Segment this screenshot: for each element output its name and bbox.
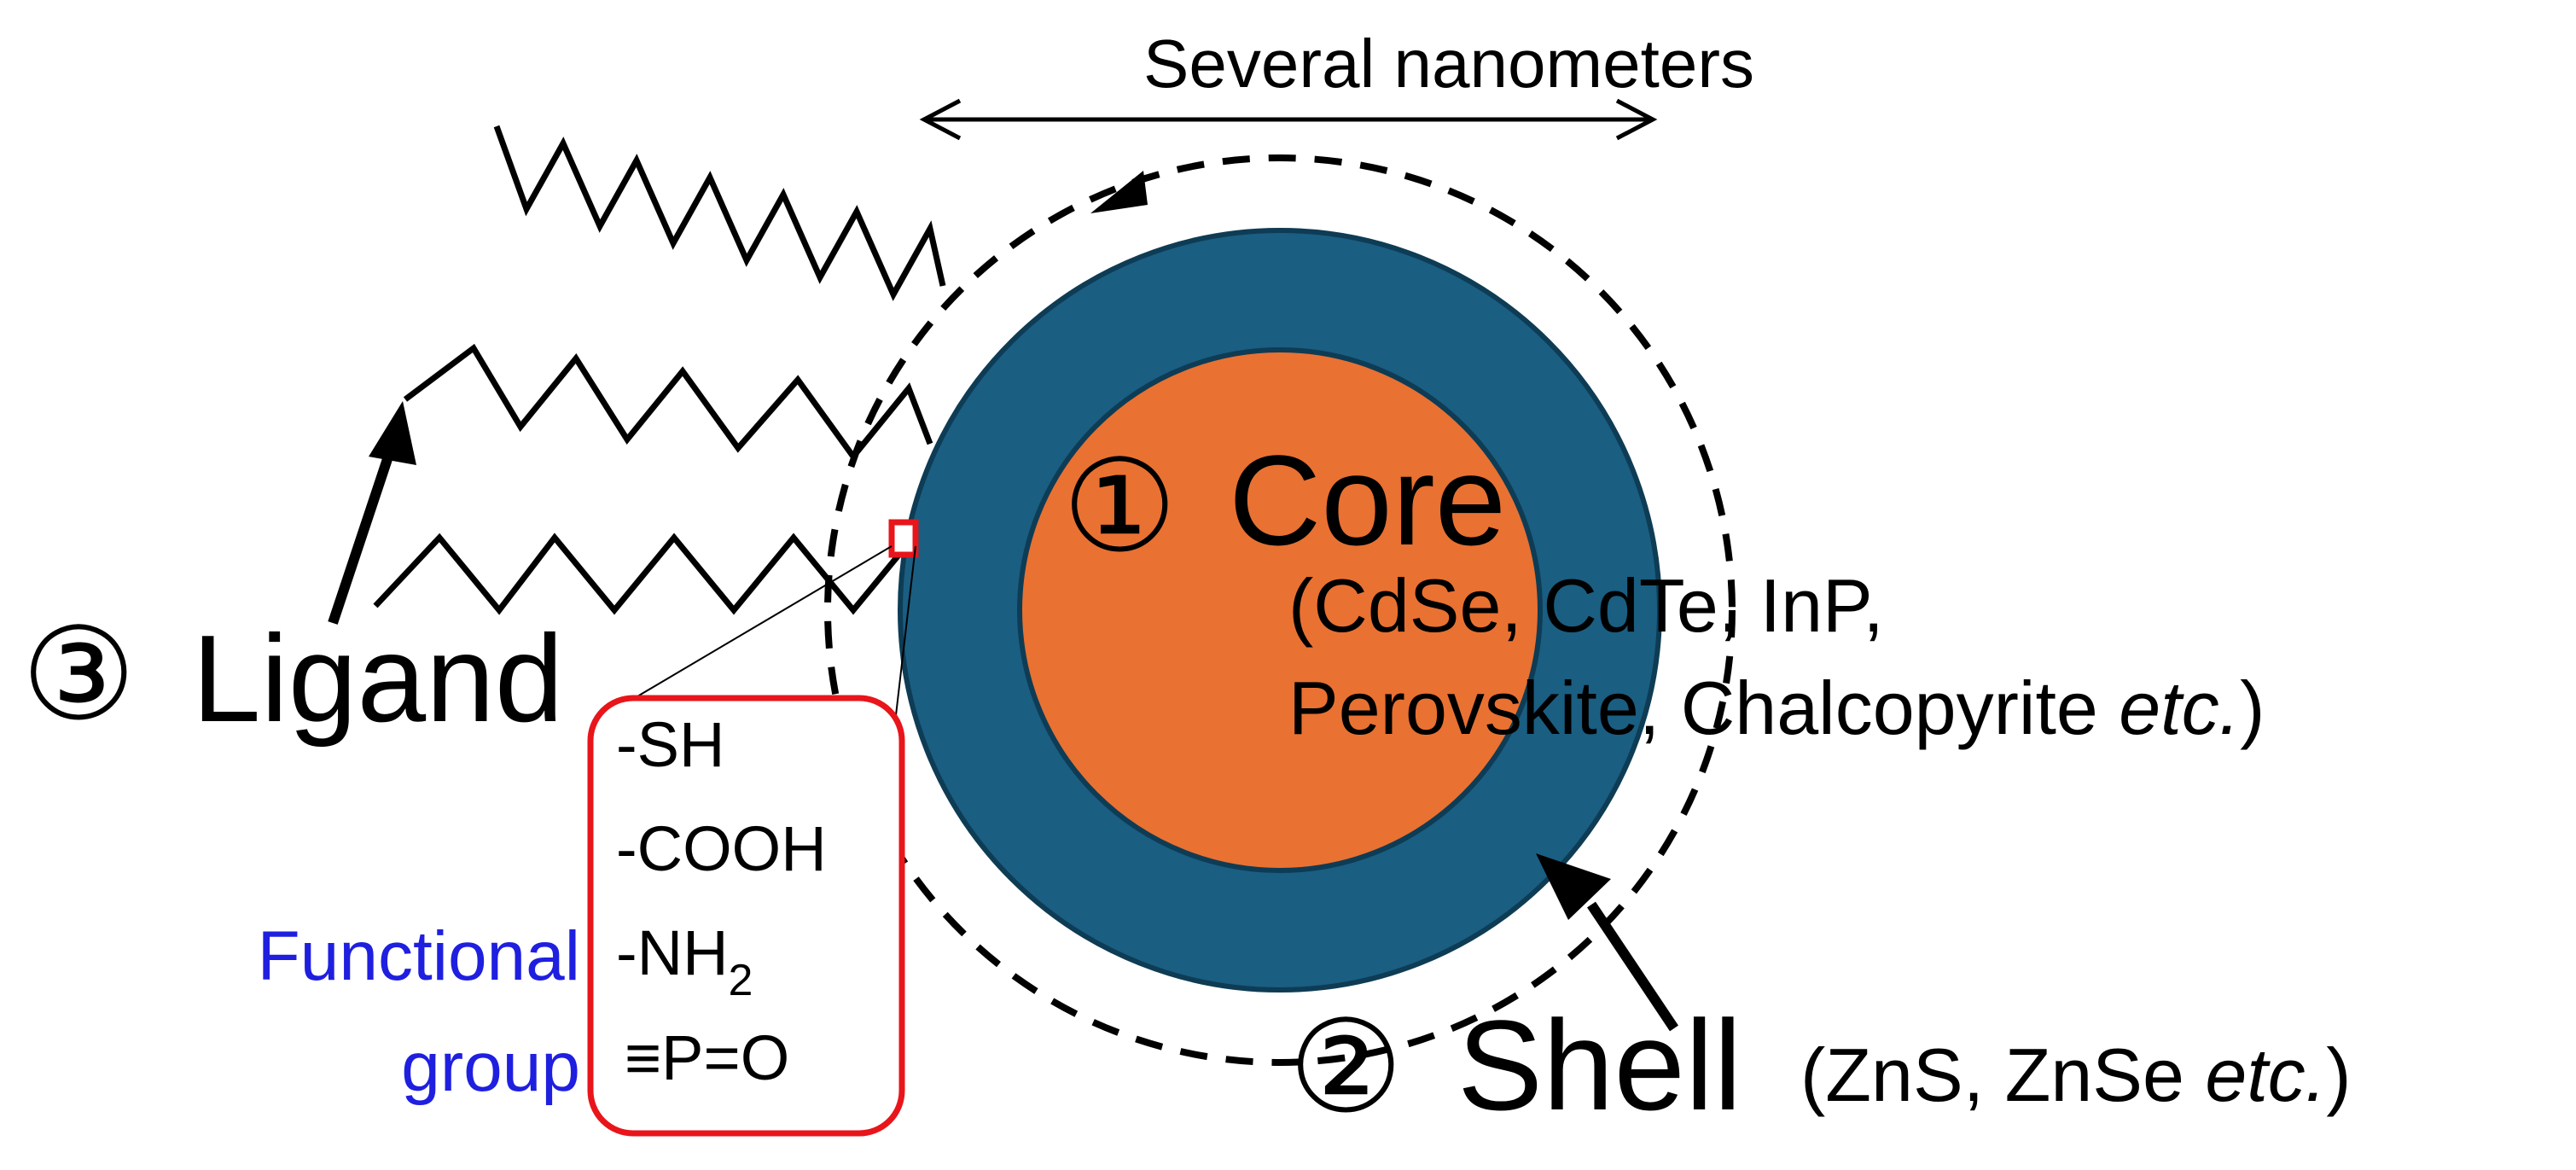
dimension-label: Several nanometers: [1143, 26, 1754, 102]
core-materials-line1: (CdSe, CdTe, InP,: [1288, 563, 1884, 648]
nh-text: -NH: [616, 917, 729, 988]
functional-group-item-nh2: -NH2: [616, 917, 753, 1005]
zoom-line-right: [895, 545, 916, 716]
functional-group-label-line1: Functional: [258, 917, 580, 995]
ligand-chain-bottom: [373, 533, 916, 615]
functional-group-item-po: ≡P=O: [625, 1022, 789, 1093]
ligand-chain-top: [493, 125, 946, 301]
functional-group-label-line2: group: [401, 1028, 580, 1106]
shell-label: Shell: [1457, 993, 1742, 1137]
rotation-arrowhead: [1090, 171, 1148, 213]
anchor-marker: [888, 519, 919, 558]
ligand-boundary-dashed: [824, 154, 1736, 1066]
core-label: Core: [1229, 428, 1506, 572]
ligand-label: Ligand: [192, 609, 563, 748]
shell-pointer-arrow: [1536, 853, 1678, 1032]
functional-group-item-cooh: -COOH: [616, 813, 827, 884]
core-number: ①: [1062, 434, 1177, 578]
dimension-arrow: [919, 98, 1658, 141]
ligand-number: ③: [21, 602, 136, 746]
ligand-pointer-arrow: [328, 401, 416, 625]
nh-subscript: 2: [729, 956, 753, 1005]
core-materials-line2: Perovskite, Chalcopyrite etc.): [1288, 666, 2265, 750]
zoom-line-left: [613, 545, 893, 711]
functional-group-box: [587, 695, 905, 1137]
core-circle: [1017, 347, 1543, 873]
shell-number: ②: [1288, 995, 1403, 1138]
shell-materials: (ZnS, ZnSe etc.): [1800, 1033, 2352, 1117]
functional-group-item-sh: -SH: [616, 709, 724, 780]
ligand-chain-middle: [403, 343, 933, 462]
